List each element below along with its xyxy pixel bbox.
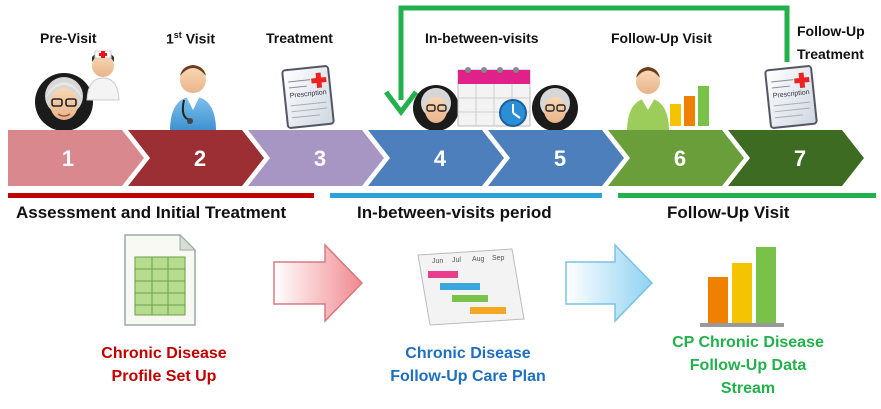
- step-number-3: 3: [314, 146, 326, 171]
- flow-arrow-red: [273, 243, 364, 323]
- gantt-chart-icon: Jun Jul Aug Sep: [417, 248, 525, 326]
- step-label-follow-up-visit: Follow-Up Visit: [611, 30, 712, 46]
- phase-label-followup: Follow-Up Visit: [667, 203, 790, 222]
- doctor-chart-icon: [627, 67, 709, 132]
- step-number-5: 5: [554, 146, 566, 171]
- phase-label-assessment: Assessment and Initial Treatment: [16, 203, 287, 222]
- prescription-icon: Prescription: [764, 65, 818, 129]
- svg-text:Prescription: Prescription: [289, 89, 327, 100]
- phase-bar-between: [330, 193, 602, 198]
- gantt-month: Aug: [472, 256, 485, 263]
- bar-chart-icon: [700, 247, 784, 327]
- process-chevrons: 1 2 3 4 5 6 7: [8, 130, 864, 186]
- phase-label-between: In-between-visits period: [357, 203, 552, 222]
- icons-row: Prescription: [35, 50, 818, 132]
- gantt-month: Jul: [452, 257, 461, 264]
- phase-bar-assessment: [8, 193, 314, 198]
- step-number-1: 1: [62, 146, 74, 171]
- prescription-text: Prescription: [772, 89, 810, 100]
- gantt-month: Jun: [432, 258, 443, 265]
- step-chevron-7: [728, 130, 864, 186]
- phase-bar-followup: [618, 193, 876, 198]
- outputs-row: Jun Jul Aug Sep: [124, 233, 784, 327]
- spreadsheet-icon: [124, 233, 197, 326]
- step-chevron-3: [248, 130, 384, 186]
- flow-arrow-blue: [565, 243, 654, 323]
- step-label-first-visit: 1st Visit: [166, 30, 216, 47]
- patient-icon: [413, 85, 459, 131]
- step-chevron-5: [488, 130, 624, 186]
- calendar-clock-patient-icon: [457, 67, 578, 131]
- step-label-treatment: Treatment: [266, 30, 333, 46]
- step-number-7: 7: [794, 146, 806, 171]
- step-label-in-between-visits: In-between-visits: [425, 30, 539, 46]
- step-chevron-1: [8, 130, 144, 186]
- gantt-month: Sep: [492, 255, 505, 262]
- step-number-4: 4: [434, 146, 447, 171]
- patient-and-nurse-icon: [35, 50, 120, 131]
- step-chevron-6: [608, 130, 744, 186]
- prescription-icon: Prescription: [281, 65, 335, 129]
- step-chevron-4: [368, 130, 504, 186]
- step-number-2: 2: [194, 146, 206, 171]
- step-label-pre-visit: Pre-Visit: [40, 30, 97, 46]
- step-number-6: 6: [674, 146, 686, 171]
- doctor-icon: [170, 65, 216, 131]
- step-chevron-2: [128, 130, 264, 186]
